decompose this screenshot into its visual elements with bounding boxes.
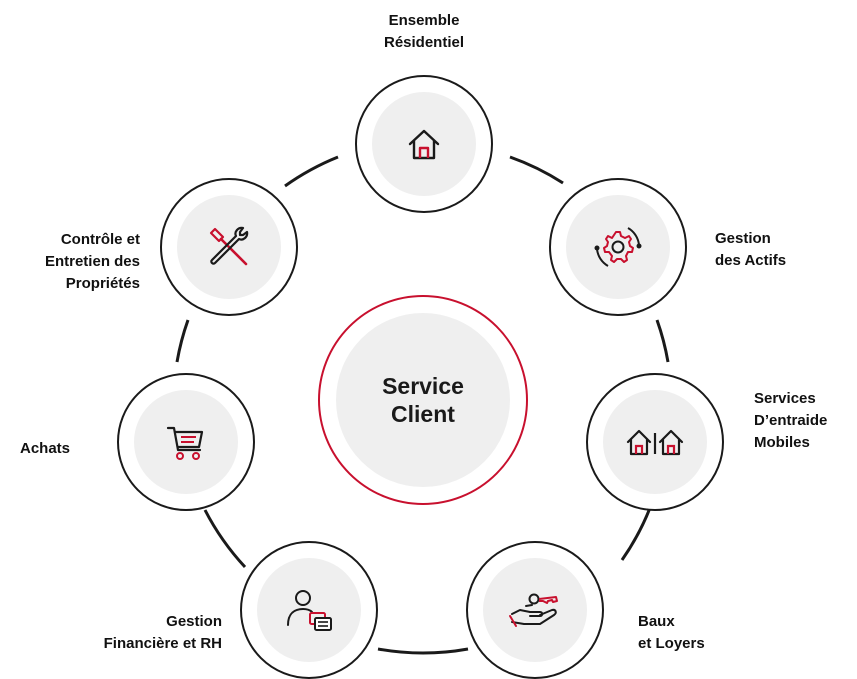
node-gestion-financiere-rh bbox=[240, 541, 378, 679]
label-achats: Achats bbox=[20, 438, 70, 460]
label-line: Gestion bbox=[166, 613, 222, 630]
node-baux-loyers bbox=[466, 541, 604, 679]
center-service-client: Service Client bbox=[318, 295, 528, 505]
shopping-cart-icon bbox=[166, 426, 204, 460]
label-line: Ensemble bbox=[388, 12, 460, 29]
label-gestion-actifs: Gestion des Actifs bbox=[715, 228, 786, 272]
label-line: Baux bbox=[638, 613, 675, 630]
label-line: D’entraide bbox=[754, 412, 828, 429]
ring-arc-1 bbox=[509, 155, 564, 185]
label-line: Entretien des bbox=[44, 253, 140, 270]
label-gestion-financiere-rh: Gestion Financière et RH bbox=[40, 611, 222, 655]
label-line: Mobiles bbox=[754, 434, 810, 451]
label-line: Propriétés bbox=[65, 275, 140, 292]
node-services-entraide-mobiles bbox=[586, 373, 724, 511]
label-line: Services bbox=[754, 390, 816, 407]
node-ensemble-residentiel bbox=[355, 75, 493, 213]
ring-arc-2 bbox=[655, 319, 670, 363]
label-baux-loyers: Baux et Loyers bbox=[638, 611, 705, 655]
center-title-line-1: Service bbox=[382, 373, 464, 399]
ring-arc-5 bbox=[203, 509, 247, 569]
two-houses-icon bbox=[626, 429, 684, 456]
node-gestion-actifs bbox=[549, 178, 687, 316]
label-line: Gestion bbox=[715, 230, 771, 247]
label-line: Résidentiel bbox=[383, 34, 465, 51]
house-icon bbox=[408, 129, 440, 160]
ring-arc-4 bbox=[377, 647, 469, 655]
label-line: Financière et RH bbox=[103, 635, 222, 652]
ring-arc-6 bbox=[175, 319, 190, 363]
label-services-entraide-mobiles: Services D’entraide Mobiles bbox=[754, 388, 827, 454]
label-line: des Actifs bbox=[715, 252, 787, 269]
tools-icon bbox=[209, 226, 249, 266]
gear-cycle-icon bbox=[594, 227, 642, 267]
ring-arc-7 bbox=[284, 155, 339, 188]
label-line: et Loyers bbox=[638, 635, 705, 652]
label-line: Achats bbox=[20, 440, 71, 457]
person-documents-icon bbox=[287, 590, 332, 631]
node-achats bbox=[117, 373, 255, 511]
label-ensemble-residentiel: Ensemble Résidentiel bbox=[340, 10, 508, 54]
center-title-line-2: Client bbox=[391, 401, 455, 427]
label-line: Contrôle et bbox=[60, 231, 140, 248]
node-controle-entretien bbox=[160, 178, 298, 316]
label-controle-entretien: Contrôle et Entretien des Propriétés bbox=[0, 229, 140, 295]
hand-key-icon bbox=[509, 593, 558, 627]
